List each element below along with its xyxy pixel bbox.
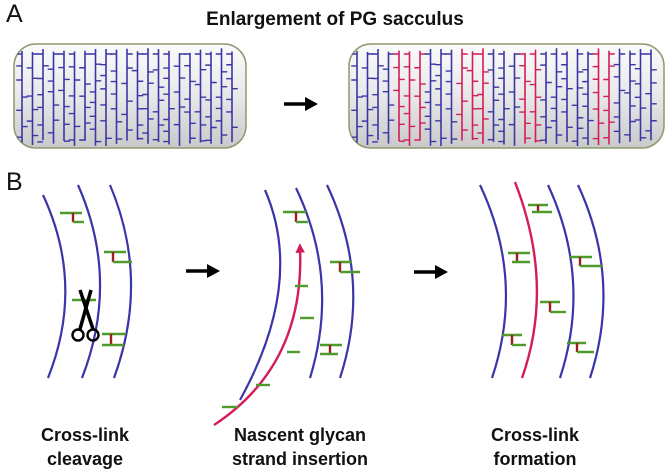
nascent-strand bbox=[513, 181, 539, 379]
glycan-strand bbox=[577, 184, 605, 379]
sacculus-after bbox=[348, 43, 665, 149]
caption-cross-link-formation: Cross-link formation bbox=[460, 423, 610, 471]
step-insertion-diagram bbox=[213, 184, 360, 427]
caption-line: Nascent glycan bbox=[233, 425, 367, 445]
glycan-strand bbox=[547, 184, 575, 379]
arrow-right-icon bbox=[284, 97, 318, 111]
panel-a-label: A bbox=[6, 0, 23, 28]
caption-line: Cross-link bbox=[490, 425, 580, 445]
glycan-strand bbox=[76, 184, 102, 379]
glycan-strand bbox=[295, 187, 324, 379]
step-cleavage-diagram bbox=[42, 184, 133, 379]
glycan-strand bbox=[108, 184, 133, 379]
arrow-right-icon bbox=[414, 265, 448, 279]
caption-line: formation bbox=[493, 449, 577, 469]
panel-b-label: B bbox=[6, 168, 23, 196]
arrow-right-icon bbox=[186, 264, 220, 278]
caption-line: cleavage bbox=[46, 449, 124, 469]
step-formation-diagram bbox=[479, 181, 605, 379]
caption-nascent-glycan-strand-insertion: Nascent glycan strand insertion bbox=[200, 423, 400, 471]
glycan-strand bbox=[326, 184, 355, 379]
caption-line: strand insertion bbox=[231, 449, 369, 469]
nascent-strand-arrow bbox=[213, 243, 305, 427]
glycan-strand bbox=[479, 184, 508, 379]
scissors-icon bbox=[71, 289, 100, 342]
glycan-strand bbox=[239, 189, 282, 401]
sacculus-after-strands bbox=[351, 48, 657, 146]
glycan-strand bbox=[42, 194, 67, 379]
caption-cross-link-cleavage: Cross-link cleavage bbox=[0, 423, 170, 471]
panel-a-title: Enlargement of PG sacculus bbox=[206, 9, 464, 30]
sacculus-before bbox=[13, 43, 247, 149]
caption-line: Cross-link bbox=[40, 425, 130, 445]
sacculus-before-strands bbox=[16, 48, 238, 146]
